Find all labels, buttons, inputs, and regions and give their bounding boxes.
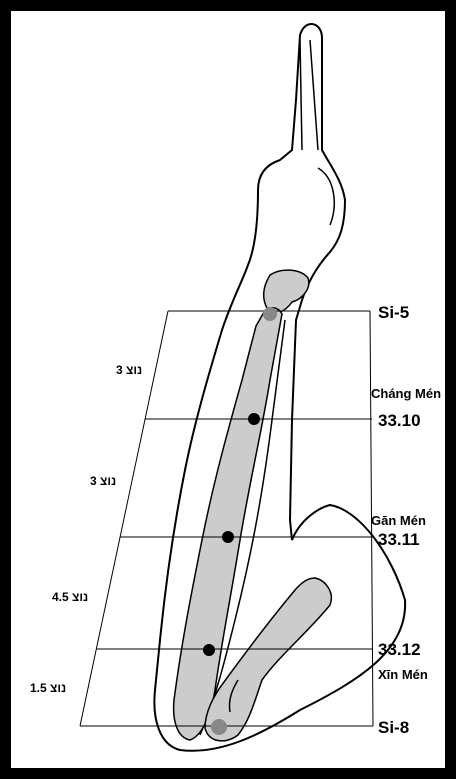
label-si5: Si-5 — [378, 303, 409, 322]
measure-label: נוצ 4.5 — [52, 590, 88, 604]
marker-3310 — [248, 413, 260, 425]
label-3311: 33.11 — [378, 530, 420, 549]
marker-si5 — [263, 307, 277, 321]
label-si8: Si-8 — [378, 718, 409, 737]
marker-3311 — [222, 531, 234, 543]
marker-3312 — [203, 644, 215, 656]
label-3310: 33.10 — [378, 411, 421, 430]
label-xin-men: Xīn Mén — [378, 667, 428, 682]
label-gan-men: Gān Mén — [371, 513, 426, 528]
measure-label: נוצ 3 — [90, 474, 116, 488]
label-3312: 33.12 — [378, 640, 421, 659]
measure-label: נוצ 1.5 — [30, 681, 66, 695]
marker-si8 — [211, 719, 227, 735]
label-chang-men: Cháng Mén — [371, 386, 441, 401]
measure-label: נוצ 3 — [116, 363, 142, 377]
